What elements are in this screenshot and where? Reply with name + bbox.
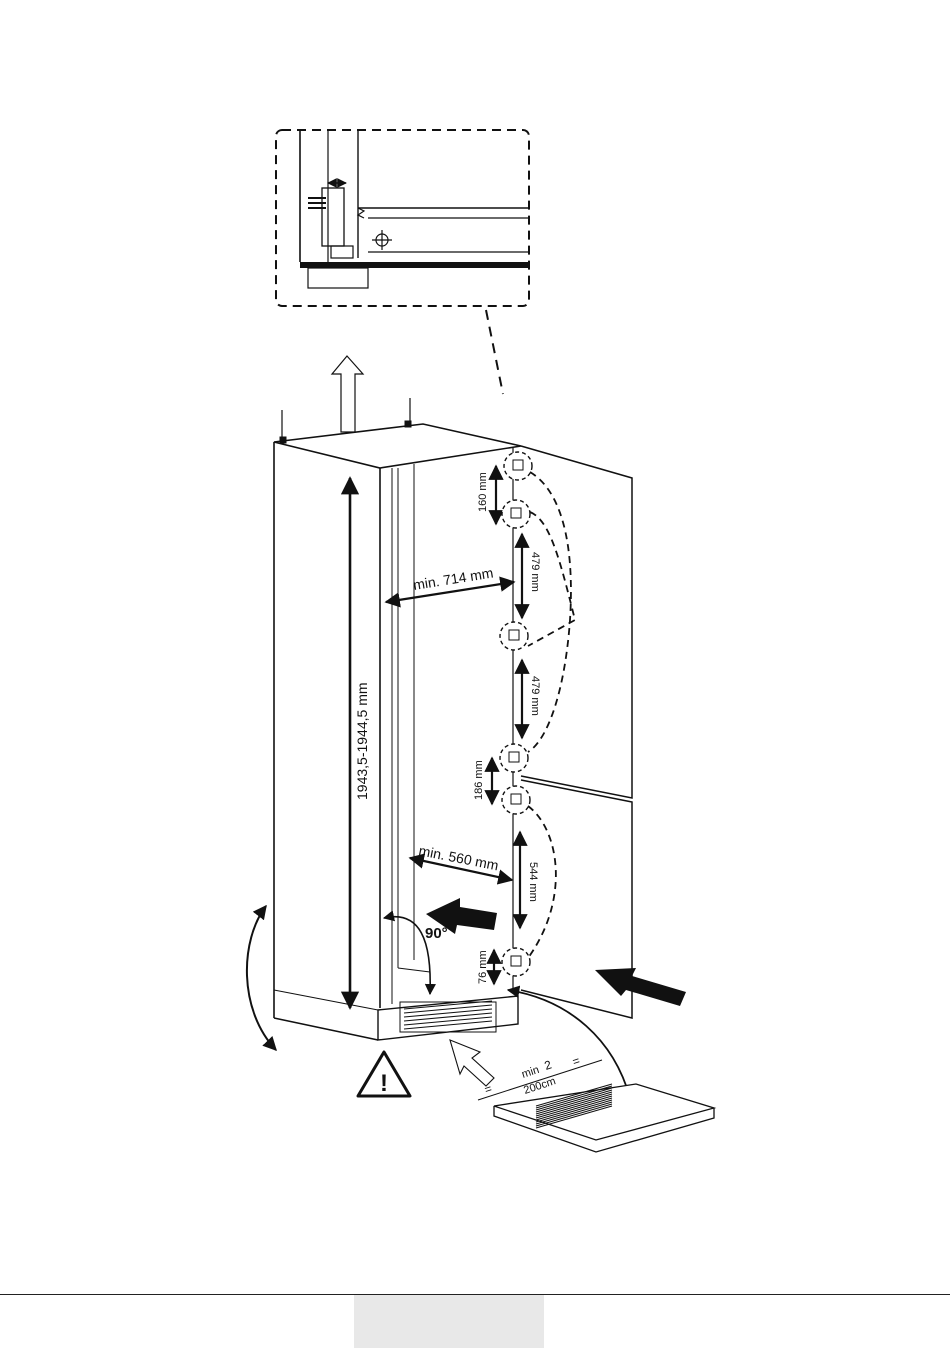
eq-left-label: = xyxy=(483,1081,494,1096)
up-arrow-icon xyxy=(332,356,363,432)
width-upper-label: min. 714 mm xyxy=(412,565,494,593)
hinge-dimensions xyxy=(492,466,522,984)
angle-arc xyxy=(384,917,430,994)
door-swing-arc xyxy=(508,990,630,1098)
two-label: 2 xyxy=(543,1057,554,1072)
eq-right-label: = xyxy=(571,1053,582,1068)
detail-inset xyxy=(276,130,529,394)
rotate-arrow-icon xyxy=(247,906,276,1050)
dim-479a-label: 479 mm xyxy=(529,552,541,592)
push-arrow-right-icon xyxy=(595,968,686,1006)
doors xyxy=(521,446,632,1018)
airflow-arrow-icon xyxy=(450,1040,494,1086)
footer-tab xyxy=(354,1295,544,1348)
height-label: 1943,5-1944,5 mm xyxy=(354,682,370,800)
dim-544-label: 544 mm xyxy=(527,862,539,902)
min-label: min xyxy=(520,1064,541,1081)
warning-triangle-icon: ! xyxy=(358,1052,410,1097)
warning-exclamation: ! xyxy=(380,1070,388,1097)
dim-479b-label: 479 mm xyxy=(529,676,541,716)
dim-76-label: 76 mm xyxy=(477,950,489,984)
dim-160-label: 160 mm xyxy=(477,472,489,512)
dim-186-label: 186 mm xyxy=(473,760,485,800)
floor-panel: = = min 2 200cm xyxy=(478,1053,714,1152)
angle-label: 90° xyxy=(425,925,448,942)
